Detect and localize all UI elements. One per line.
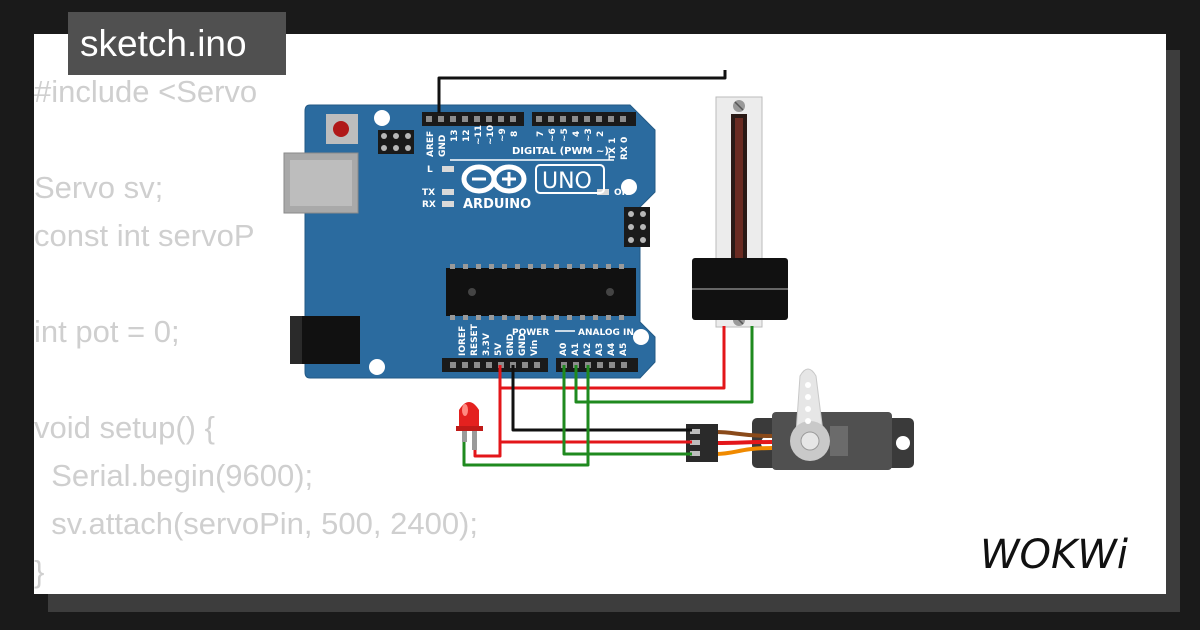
mounting-hole — [374, 110, 390, 126]
pin-label: A1 — [571, 343, 581, 356]
pin-label: 2 — [596, 131, 606, 137]
pin-label: 7 — [536, 131, 546, 137]
pin-label: 5V — [494, 343, 504, 356]
pin-label: AREF — [426, 131, 436, 157]
atmega-chip — [446, 264, 636, 320]
analog-header-label: ANALOG IN — [578, 328, 634, 338]
code-line: int pot = 0; — [34, 314, 180, 349]
on-label: ON — [614, 188, 629, 198]
arduino-uno-board[interactable]: AREF GND 13 12 ~11 ~10 ~9 8 7 ~6 ~5 4 ~3… — [283, 104, 656, 379]
pin-label: GND — [438, 135, 448, 157]
code-line: } — [34, 554, 45, 589]
mounting-hole — [369, 359, 385, 375]
wire-a0-servo — [562, 365, 692, 456]
pin-label: 13 — [450, 129, 460, 142]
power-header-label: POWER — [512, 328, 549, 338]
led-label: L — [427, 165, 433, 175]
wire-a2-led — [462, 365, 590, 467]
pin-label: A4 — [607, 343, 617, 356]
arduino-infinity-icon — [461, 164, 527, 194]
mounting-hole — [621, 179, 637, 195]
pin-label: ~10 — [486, 125, 496, 145]
wokwi-logo-text: WOKWi — [980, 532, 1128, 578]
pin-label: GND — [506, 334, 516, 356]
code-line: Servo sv; — [34, 170, 164, 205]
wire-gnd-pot — [437, 70, 727, 113]
code-line: const int servoP — [34, 218, 255, 253]
wire-5v-servo — [498, 388, 692, 444]
servo-motor[interactable] — [686, 368, 914, 470]
code-line: void setup() { — [34, 410, 215, 445]
led-label: RX — [422, 200, 436, 210]
model-badge — [535, 164, 605, 194]
pin-label: Vin — [530, 340, 540, 356]
pin-label: ~11 — [474, 125, 484, 145]
code-line: #include <Servo — [34, 74, 258, 109]
digital-pin-header[interactable] — [422, 112, 636, 126]
pin-label: IOREF — [458, 326, 468, 356]
icsp-header-right — [624, 207, 650, 247]
pin-label: A3 — [595, 343, 605, 356]
icsp-header — [378, 130, 414, 154]
pin-label: 4 — [572, 131, 582, 137]
wire-5v-pot — [498, 326, 726, 390]
mounting-hole — [633, 329, 649, 345]
pin-label: GND — [518, 334, 528, 356]
led-l — [442, 166, 454, 172]
led-tx — [442, 189, 454, 195]
pin-label: ~9 — [498, 128, 508, 142]
digital-header-label: DIGITAL (PWM ~) — [512, 146, 609, 157]
code-line: Serial.begin(9600); — [34, 458, 314, 493]
board-model: UNO — [542, 169, 592, 194]
led-rx — [442, 201, 454, 207]
power-pin-header[interactable] — [442, 358, 638, 372]
wires — [437, 70, 754, 467]
slide-potentiometer[interactable] — [692, 96, 788, 328]
pin-label: ~3 — [584, 128, 594, 142]
pin-label: A2 — [583, 343, 593, 356]
pin-label: ~5 — [560, 128, 570, 142]
wire-a1-pot — [574, 326, 754, 404]
board-brand: ARDUINO — [463, 197, 531, 212]
wire-led-5v — [473, 442, 502, 458]
pin-label: TX 1 — [608, 138, 618, 160]
file-name-tab[interactable]: sketch.ino — [68, 12, 286, 75]
code-preview: #include <Servo Servo sv; const int serv… — [34, 68, 478, 596]
red-led[interactable] — [456, 402, 483, 450]
pin-label: A5 — [619, 343, 629, 356]
pin-label: RX 0 — [620, 137, 630, 160]
pin-label: 3.3V — [482, 333, 492, 356]
pin-label: A0 — [559, 343, 569, 356]
pin-label: RESET — [470, 323, 480, 356]
pin-label: ~6 — [548, 128, 558, 142]
pin-label: 8 — [510, 131, 520, 137]
led-label: TX — [422, 188, 435, 198]
code-line: sv.attach(servoPin, 500, 2400); — [34, 506, 478, 541]
pin-label: 12 — [462, 129, 472, 142]
wire-gnd-servo — [511, 365, 692, 432]
wokwi-logo: WOKWi — [980, 532, 1128, 578]
slider-knob[interactable] — [692, 258, 788, 320]
